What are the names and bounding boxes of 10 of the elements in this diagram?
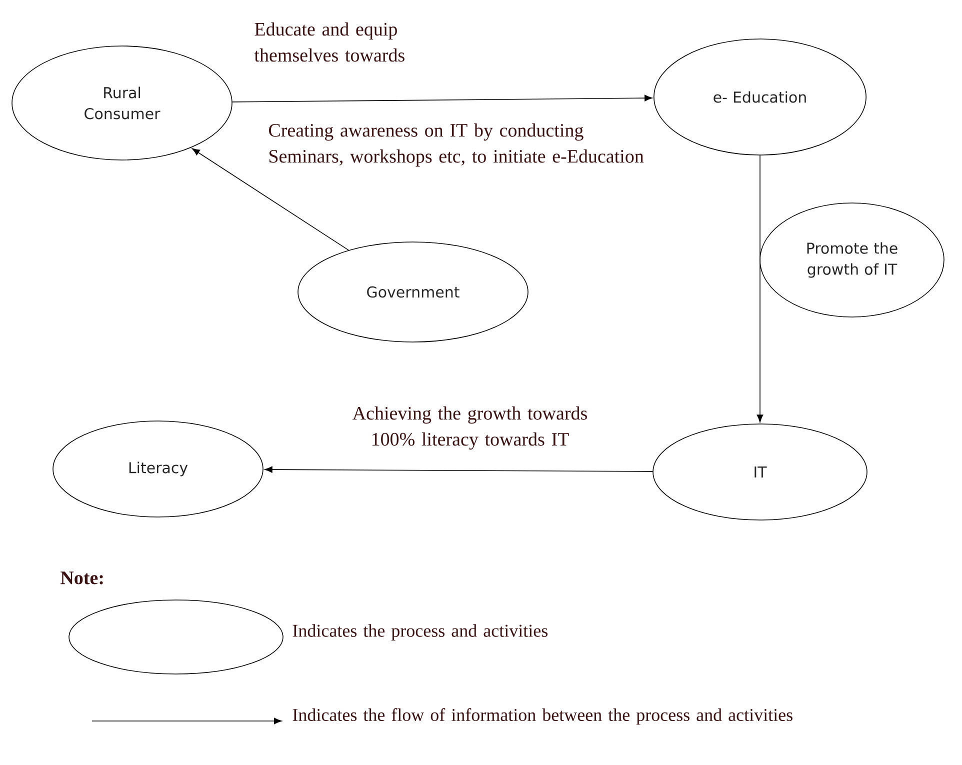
annotation-text: Creating awareness on IT by conducting Seminars, workshops etc, to initiate e-Education <box>269 123 644 167</box>
arrow <box>756 154 764 422</box>
edge-label: Achieving the growth towards 100% literacy towards IT <box>352 406 587 450</box>
edge-label: Educate and equip themselves towards <box>254 22 404 62</box>
arrow <box>192 148 349 251</box>
note-heading: Note: <box>60 572 103 584</box>
legend-entry: Indicates the flow of information between the process and activities <box>92 708 792 725</box>
arrow <box>232 94 652 102</box>
legend-entry: Indicates the process and activities <box>68 600 548 674</box>
arrow <box>264 466 654 473</box>
